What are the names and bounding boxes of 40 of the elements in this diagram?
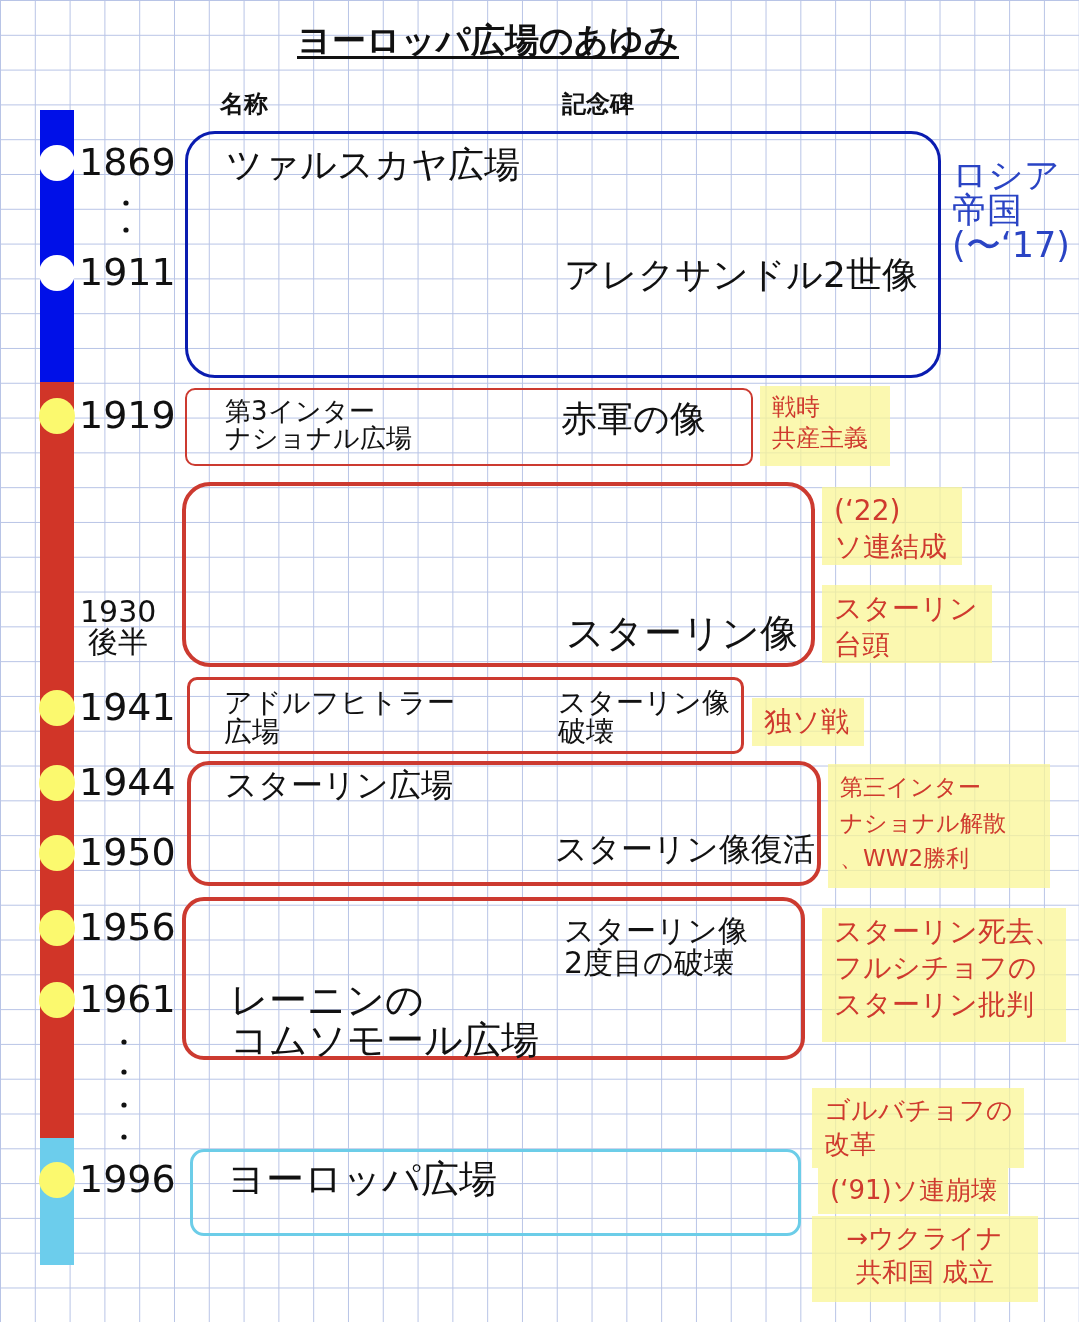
year-label: 1941 [79, 688, 176, 728]
history-note: (‘91)ソ連崩壊 [818, 1168, 1008, 1214]
history-note: スターリン死去、フルシチョフのスターリン批判 [822, 908, 1066, 1042]
period-box [182, 897, 805, 1060]
period-box [187, 761, 821, 886]
year-label: 1869 [79, 143, 176, 183]
history-note: 第三インターナショナル解散、WW2勝利 [828, 764, 1050, 888]
history-note: 戦時共産主義 [760, 386, 890, 466]
year-label: 1944 [79, 763, 176, 803]
monument-name: スターリン像破壊 [558, 688, 730, 747]
square-name: レーニンのコムソモール広場 [230, 981, 539, 1061]
history-note: (‘22)ソ連結成 [822, 487, 962, 565]
history-note: →ウクライナ共和国 成立 [812, 1216, 1038, 1302]
period-box [185, 388, 753, 466]
year-label: 1956 [79, 908, 176, 948]
monument-name: 赤軍の像 [561, 400, 706, 438]
period-box [187, 677, 744, 754]
square-name: ツァルスカヤ広場 [226, 146, 520, 184]
history-note: スターリン台頭 [822, 585, 992, 663]
year-label: 1930後半 [80, 597, 157, 657]
era-note: ロシア帝国(〜‘17) [952, 158, 1070, 263]
year-label: 1996 [79, 1160, 176, 1200]
square-name: 第3インターナショナル広場 [225, 398, 412, 453]
square-name: アドルフヒトラー広場 [224, 688, 455, 747]
monument-name: スターリン像2度目の破壊 [564, 915, 748, 978]
monument-name: アレクサンドル2世像 [564, 256, 918, 294]
history-note: 独ソ戦 [752, 698, 864, 746]
year-label: 1961 [79, 980, 176, 1020]
period-box [182, 482, 815, 667]
monument-name: スターリン像復活 [555, 833, 815, 867]
year-label: 1950 [79, 833, 176, 873]
square-name: スターリン広場 [225, 769, 453, 803]
period-box [185, 131, 941, 378]
year-label: 1911 [79, 253, 176, 293]
period-box [190, 1149, 801, 1236]
monument-name: スターリン像 [566, 614, 798, 654]
square-name: ヨーロッパ広場 [227, 1160, 497, 1200]
year-label: 1919 [79, 396, 176, 436]
diagram-title: ヨーロッパ広場のあゆみ [296, 19, 680, 62]
history-note: ゴルバチョフの改革 [812, 1088, 1024, 1168]
